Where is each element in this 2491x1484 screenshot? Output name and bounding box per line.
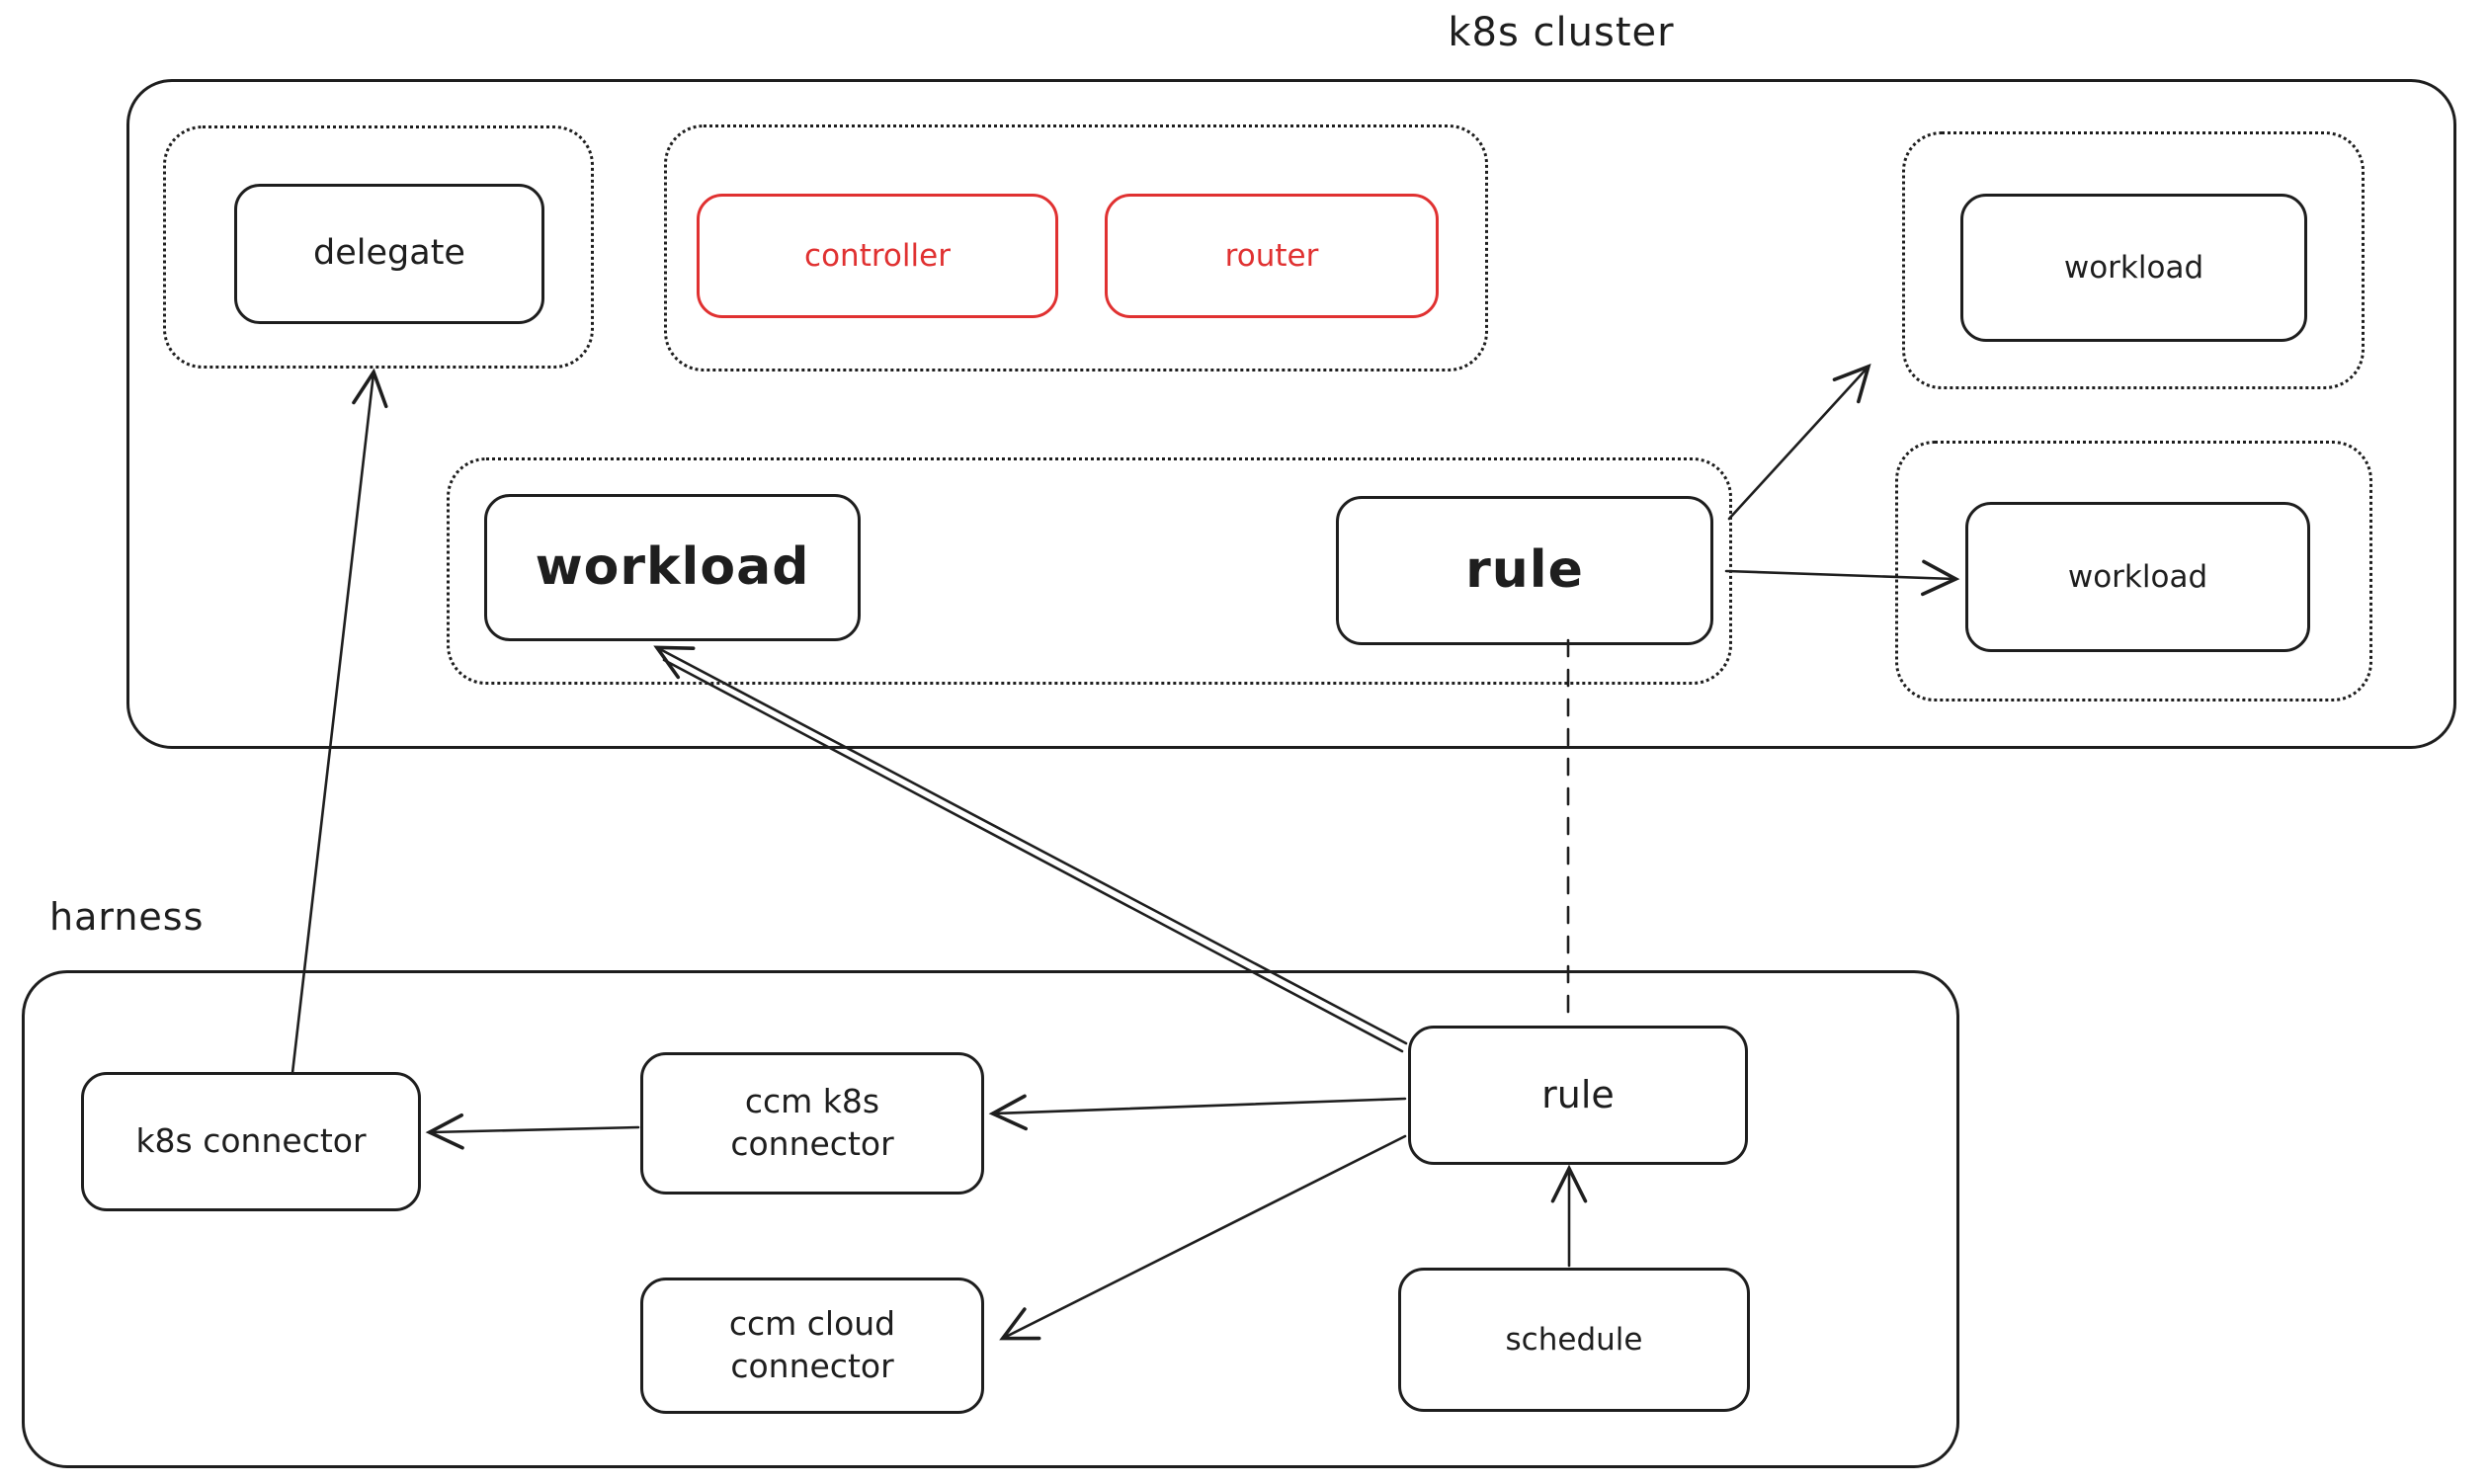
workload-main-node: workload xyxy=(484,494,861,641)
k8s-connector-node: k8s connector xyxy=(81,1072,421,1211)
router-label: router xyxy=(1224,237,1319,274)
schedule-label: schedule xyxy=(1505,1321,1643,1358)
k8s-cluster-title: k8s cluster xyxy=(1448,10,1675,55)
rule-harness-label: rule xyxy=(1541,1072,1615,1116)
ccm-k8s-connector-node: ccm k8s connector xyxy=(640,1052,984,1195)
workload-top-right-node: workload xyxy=(1960,194,2307,342)
rule-cluster-label: rule xyxy=(1465,539,1584,600)
schedule-node: schedule xyxy=(1398,1268,1750,1412)
ccm-k8s-line2: connector xyxy=(730,1124,894,1163)
delegate-node: delegate xyxy=(234,184,544,324)
ccm-cloud-line2: connector xyxy=(730,1347,894,1385)
workload-top-right-dotted-container xyxy=(1902,131,2365,389)
controller-router-dotted-container xyxy=(664,124,1488,371)
workload-main-label: workload xyxy=(535,536,810,597)
workload-mid-right-label: workload xyxy=(2067,558,2208,595)
ccm-cloud-line1: ccm cloud xyxy=(728,1304,896,1344)
harness-title: harness xyxy=(49,895,205,939)
k8s-connector-label: k8s connector xyxy=(135,1121,367,1161)
delegate-dotted-container xyxy=(163,125,594,369)
controller-label: controller xyxy=(804,237,951,274)
workload-top-right-label: workload xyxy=(2063,249,2204,286)
ccm-k8s-connector-label: ccm k8s connector xyxy=(730,1081,893,1166)
rule-harness-node: rule xyxy=(1408,1026,1748,1165)
controller-node: controller xyxy=(697,194,1058,318)
ccm-cloud-connector-label: ccm cloud connector xyxy=(729,1303,895,1388)
ccm-cloud-connector-node: ccm cloud connector xyxy=(640,1278,984,1414)
workload-mid-right-node: workload xyxy=(1965,502,2310,652)
router-node: router xyxy=(1105,194,1439,318)
rule-cluster-node: rule xyxy=(1336,496,1713,645)
ccm-k8s-line1: ccm k8s xyxy=(744,1082,880,1121)
delegate-label: delegate xyxy=(313,233,465,274)
